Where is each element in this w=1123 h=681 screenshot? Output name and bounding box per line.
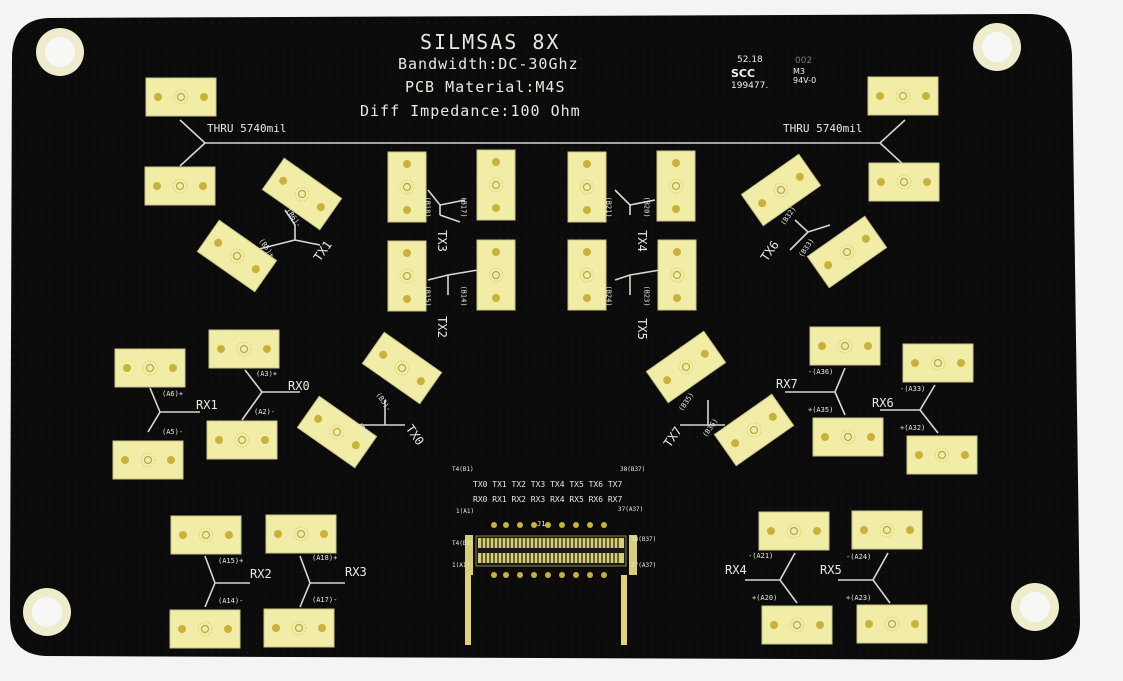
connector-pin-ml: 1(A1)	[456, 508, 475, 515]
pin-b18: (B18)	[423, 196, 432, 218]
label-rx2: RX2	[250, 567, 272, 581]
pin-b14: (B14)	[459, 285, 468, 307]
pin-a36: -(A36)	[808, 368, 834, 376]
pin-a20: +(A20)	[752, 594, 778, 602]
pin-a3: (A3)+	[256, 370, 278, 378]
connector-rx-row: RX0 RX1 RX2 RX3 RX4 RX5 RX6 RX7	[473, 495, 623, 504]
pin-a33: -(A33)	[900, 385, 926, 393]
pin-a21: -(A21)	[748, 552, 774, 560]
pin-a6: (A6)+	[162, 390, 184, 398]
pin-b17: (B17)	[459, 196, 468, 218]
board-title: SILMSAS 8X	[420, 30, 561, 54]
label-rx0: RX0	[288, 379, 310, 393]
revision: 002	[795, 56, 813, 66]
mounting-hole-br	[1011, 583, 1059, 631]
mounting-hole-tl	[36, 28, 84, 76]
mounting-hole-bl	[23, 588, 71, 636]
connector-pin-mr: 37(A37)	[618, 506, 644, 513]
pin-a14: (A14)-	[218, 597, 244, 605]
pin-a32: +(A32)	[900, 424, 926, 432]
connector-pin-tr: 38(B37)	[620, 466, 646, 473]
pin-b15: (B15)	[423, 285, 432, 307]
connector-pin-br2: 37(A37)	[631, 562, 657, 569]
label-rx1: RX1	[196, 398, 218, 412]
connector-pin-tl: T4(B1)	[452, 466, 474, 473]
date-code: 52.18	[737, 55, 763, 65]
pin-a15: (A15)+	[218, 557, 244, 565]
pin-a18: (A18)+	[312, 554, 338, 562]
pin-a23: +(A23)	[846, 594, 872, 602]
label-tx5: TX5	[634, 318, 649, 340]
thru-label-left: THRU 5740mil	[207, 122, 287, 135]
ul-file-number: 199477.	[731, 81, 769, 91]
pin-b24: (B24)	[604, 285, 613, 307]
pin-b20: (B20)	[642, 196, 651, 218]
label-rx4: RX4	[725, 563, 747, 577]
pin-a5: (A5)-	[162, 428, 184, 436]
label-rx3: RX3	[345, 565, 367, 579]
spec-bandwidth: Bandwidth:DC-30Ghz	[398, 55, 579, 73]
spec-material: PCB Material:M4S	[405, 78, 566, 96]
scc-mark: SCC	[731, 67, 756, 80]
label-rx5: RX5	[820, 563, 842, 577]
label-tx2: TX2	[434, 316, 449, 338]
pin-a35: +(A35)	[808, 406, 834, 414]
connector-pin-bl2: 1(A1)	[452, 562, 471, 569]
label-rx7: RX7	[776, 377, 798, 391]
pin-a2: (A2)-	[254, 408, 276, 416]
pin-a17: (A17)-	[312, 596, 338, 604]
silkscreen-traces	[147, 119, 939, 608]
pin-a24: -(A24)	[846, 553, 872, 561]
mounting-hole-tr	[973, 23, 1021, 71]
thru-label-right: THRU 5740mil	[783, 122, 863, 135]
connector-ref: J1	[537, 520, 546, 528]
edge-connector-footprint	[465, 522, 637, 645]
pin-b23: (B23)	[642, 285, 651, 307]
label-tx3: TX3	[434, 230, 449, 252]
spec-impedance: Diff Impedance:100 Ohm	[360, 102, 581, 120]
pin-b21: (B21)	[604, 196, 613, 218]
label-rx6: RX6	[872, 396, 894, 410]
label-tx4: TX4	[634, 230, 649, 252]
connector-pin-bl: T4(B1)	[452, 540, 474, 547]
connector-pin-br: 38(B37)	[631, 536, 657, 543]
connector-tx-row: TX0 TX1 TX2 TX3 TX4 TX5 TX6 TX7	[473, 480, 623, 489]
